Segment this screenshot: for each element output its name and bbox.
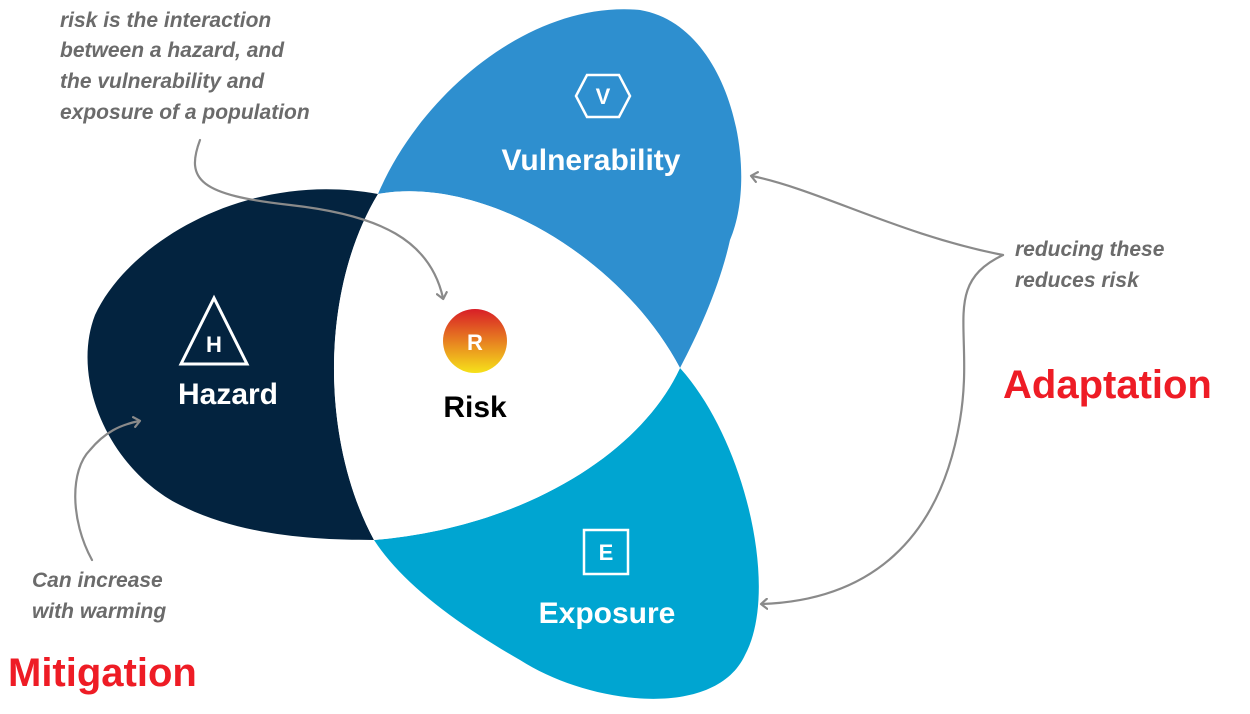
- warming-line: Can increase: [32, 569, 163, 592]
- vulnerability-petal: [378, 9, 742, 368]
- hazard-label: Hazard: [178, 378, 278, 411]
- circle-gradient-icon: R: [443, 309, 507, 373]
- reducing-line: reducing these: [1015, 238, 1165, 261]
- hazard-icon-letter: H: [206, 332, 222, 357]
- reducing-line: reduces risk: [1015, 269, 1140, 292]
- arrow-to-exposure: [762, 253, 1005, 604]
- mitigation-heading: Mitigation: [8, 651, 197, 695]
- risk-definition-line: exposure of a population: [60, 101, 310, 124]
- risk-icon-letter: R: [467, 330, 483, 355]
- warming-note: Can increase with warming: [32, 569, 166, 623]
- risk-definition-line: the vulnerability and: [60, 70, 265, 93]
- exposure-icon-letter: E: [599, 540, 614, 565]
- risk-definition-note: risk is the interaction between a hazard…: [60, 9, 310, 124]
- hexagon-icon: V: [574, 73, 632, 119]
- risk-center: [333, 191, 680, 540]
- vulnerability-label: Vulnerability: [502, 144, 681, 177]
- exposure-petal: [374, 368, 759, 699]
- arrow-to-vulnerability: [752, 176, 1005, 257]
- warming-line: with warming: [32, 600, 166, 623]
- triangle-icon: H: [178, 294, 250, 366]
- risk-label: Risk: [443, 391, 507, 424]
- arrow-to-hazard: [74, 421, 139, 562]
- risk-definition-line: between a hazard, and: [60, 39, 285, 62]
- reducing-note: reducing these reduces risk: [1015, 238, 1165, 292]
- square-icon: E: [582, 528, 630, 576]
- adaptation-heading: Adaptation: [1003, 363, 1212, 407]
- vulnerability-icon-letter: V: [596, 84, 611, 109]
- arrow-to-risk: [193, 138, 443, 298]
- exposure-label: Exposure: [539, 597, 676, 630]
- risk-definition-line: risk is the interaction: [60, 9, 271, 32]
